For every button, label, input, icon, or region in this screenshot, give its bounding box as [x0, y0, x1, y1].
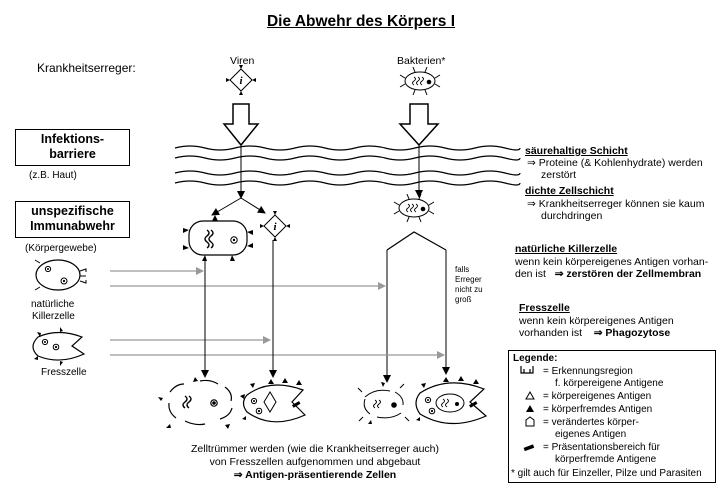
saeure-line2: zerstört [541, 169, 577, 181]
legend-recognition-icon [520, 366, 534, 374]
fress-info-line2-pre: vorhanden ist [519, 327, 583, 339]
fress-info-line2: vorhanden ist ⇒ Phagozytose [519, 327, 670, 340]
legend-footnote: * gilt auch für Einzeller, Pilze und Par… [511, 468, 702, 479]
killer-info-title: natürliche Killerzelle [515, 243, 618, 255]
bacterium-icon [399, 66, 441, 96]
dichte-line2: durchdringen [541, 210, 603, 222]
immunabwehr-box: unspezifische Immunabwehr [15, 201, 130, 238]
killer-cell [34, 259, 87, 291]
fress-info-line2-bold: ⇒ Phagozytose [593, 327, 671, 339]
immunabwehr-line1: unspezifische [31, 204, 114, 218]
infektionsbarriere-line2: barriere [49, 147, 96, 161]
virus-icon: i [225, 64, 257, 96]
dichte-title: dichte Zellschicht [525, 185, 614, 197]
legend-own-antigen-icon [525, 390, 535, 400]
infected-cell [183, 215, 253, 261]
legend-changed-antigen-icon [525, 416, 535, 427]
legend-item-1a: = Erkennungsregion [543, 366, 633, 377]
killerzelle-label-1: natürliche [31, 299, 75, 310]
saeure-title: säurehaltige Schicht [525, 145, 628, 157]
virus-arrow-left [211, 197, 242, 216]
immunabwehr-line2: Immunabwehr [30, 219, 115, 233]
infektion-sub: (z.B. Haut) [29, 170, 77, 181]
destroyed-cell [158, 377, 245, 429]
dichte-line1: ⇒ Krankheitserreger können sie kaum [527, 198, 705, 210]
skin-layers [174, 145, 521, 186]
falls-note-1: falls [455, 265, 470, 274]
legend-item-2: = körpereigenes Antigen [543, 391, 652, 402]
virus-barrier-arrow [222, 103, 260, 147]
legend-item-4b: eigenes Antigen [555, 429, 627, 440]
falls-note-2: Erreger [455, 275, 482, 284]
free-virus-letter: i [273, 221, 277, 233]
legend-item-5a: = Präsentationsbereich für [543, 442, 661, 453]
legend-item-3: = körperfremdes Antigen [543, 404, 653, 415]
bacterium-inside-icon [393, 193, 435, 223]
legend-title: Legende: [513, 353, 558, 364]
fresszelle-label: Fresszelle [41, 367, 87, 378]
apc-bacterium-cell [415, 376, 488, 425]
infektionsbarriere-box: Infektions- barriere [15, 129, 130, 166]
virus-arrow-right [240, 197, 266, 214]
bakterien-label: Bakterien* [397, 55, 446, 67]
bact-barrier-arrow [398, 103, 440, 147]
bact-funnel [386, 231, 447, 251]
legend-item-4a: = verändertes körper- [543, 417, 639, 428]
killer-info-line1: wenn kein körpereigenes Antigen vorhan- [515, 256, 709, 268]
legend-item-5b: körperfremde Antigene [555, 454, 657, 465]
legend-presentation-icon [523, 444, 535, 452]
apc-virus-cell [242, 378, 307, 423]
bottom-line3: ⇒ Antigen-präsentierende Zellen [233, 469, 397, 481]
legend-foreign-antigen-icon [526, 405, 534, 412]
killerzelle-label-2: Killerzelle [32, 311, 75, 322]
destroyed-bacterium [357, 382, 410, 424]
infektionsbarriere-line1: Infektions- [40, 132, 105, 146]
falls-note-4: groß [455, 295, 472, 304]
fress-info-line1: wenn kein körpereigenes Antigen [519, 315, 674, 327]
legend-box [508, 350, 716, 483]
killer-info-line2: den ist ⇒ zerstören der Zellmembran [515, 268, 701, 281]
fress-info-title: Fresszelle [519, 302, 570, 314]
legend-item-1b: f. körpereigene Antigene [555, 378, 664, 389]
phagocyte-cell [32, 327, 86, 366]
viren-label: Viren [230, 55, 255, 67]
saeure-line1: ⇒ Proteine (& Kohlenhydrate) werden [527, 157, 703, 169]
bottom-line2: von Fresszellen aufgenommen und abgebaut [209, 456, 421, 468]
killer-info-line2-pre: den ist [515, 268, 546, 280]
bottom-line1: Zelltrümmer werden (wie die Krankheitser… [190, 443, 439, 455]
virus-letter: i [239, 75, 243, 87]
page-title: Die Abwehr des Körpers I [266, 13, 456, 30]
krankheitserreger-label: Krankheitserreger: [37, 61, 136, 75]
free-virus-icon: i [259, 210, 291, 242]
falls-note-3: nicht zu [455, 285, 483, 294]
killer-info-line2-bold: ⇒ zerstören der Zellmembran [554, 268, 702, 280]
immun-sub: (Körpergewebe) [25, 243, 97, 254]
